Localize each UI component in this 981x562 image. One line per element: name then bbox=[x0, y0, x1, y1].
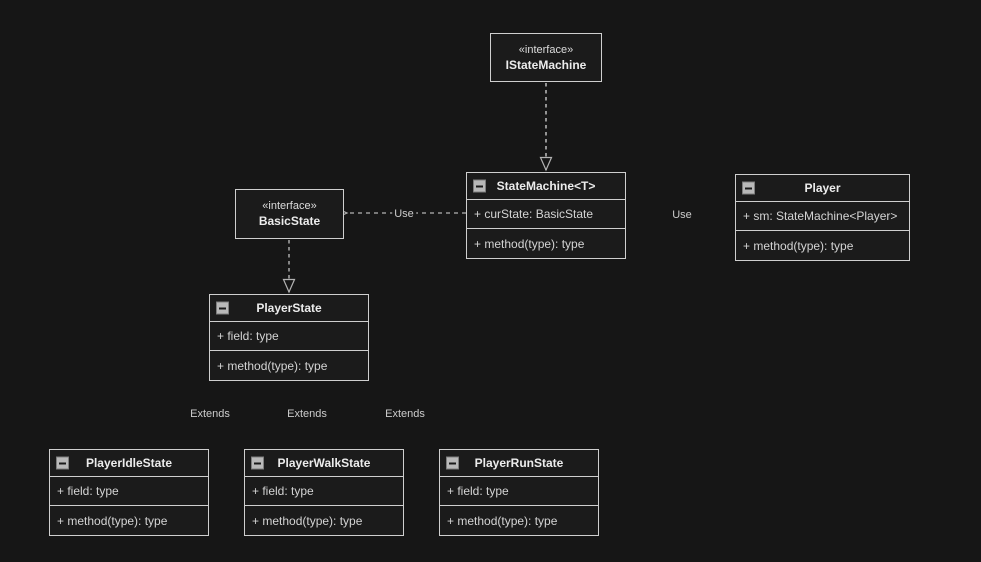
field-row: + field: type bbox=[210, 322, 368, 351]
minus-glyph bbox=[476, 185, 483, 187]
minus-glyph bbox=[745, 187, 752, 189]
edge-label-use[interactable]: Use bbox=[392, 208, 416, 220]
class-header: StateMachine<T> bbox=[467, 173, 625, 200]
collapse-icon[interactable] bbox=[56, 456, 69, 470]
edge-label-extends[interactable]: Extends bbox=[383, 408, 427, 420]
field-row: + sm: StateMachine<Player> bbox=[736, 202, 909, 231]
stereotype-label: «interface» bbox=[518, 43, 574, 56]
collapse-icon[interactable] bbox=[216, 301, 229, 315]
method-row: + method(type): type bbox=[217, 358, 328, 373]
class-header: PlayerState bbox=[210, 295, 368, 322]
method-row: + method(type): type bbox=[474, 236, 585, 251]
edge-label-extends[interactable]: Extends bbox=[188, 408, 232, 420]
class-header: PlayerIdleState bbox=[50, 450, 208, 477]
class-header: PlayerWalkState bbox=[245, 450, 403, 477]
collapse-icon[interactable] bbox=[473, 179, 486, 193]
field-row: + field: type bbox=[245, 477, 403, 506]
class-playerstate[interactable]: PlayerState + field: type + method(type)… bbox=[209, 294, 369, 381]
field-row: + field: type bbox=[440, 477, 598, 506]
minus-glyph bbox=[254, 462, 261, 464]
class-title: Player bbox=[804, 181, 841, 195]
class-title: PlayerRunState bbox=[474, 456, 564, 470]
class-playerwalkstate[interactable]: PlayerWalkState + field: type + method(t… bbox=[244, 449, 404, 536]
collapse-icon[interactable] bbox=[742, 181, 755, 195]
method-row: + method(type): type bbox=[447, 513, 558, 528]
class-title: PlayerWalkState bbox=[277, 456, 371, 470]
minus-glyph bbox=[59, 462, 66, 464]
class-title: PlayerIdleState bbox=[85, 456, 173, 470]
interface-name: IStateMachine bbox=[505, 57, 587, 72]
method-row: + method(type): type bbox=[57, 513, 168, 528]
collapse-icon[interactable] bbox=[251, 456, 264, 470]
interface-name: BasicState bbox=[258, 214, 321, 228]
method-row: + method(type): type bbox=[743, 238, 854, 253]
class-playeridlestate[interactable]: PlayerIdleState + field: type + method(t… bbox=[49, 449, 209, 536]
class-title: StateMachine<T> bbox=[496, 179, 596, 193]
interface-istatemachine[interactable]: «interface» IStateMachine bbox=[490, 33, 602, 82]
interface-basicstate[interactable]: «interface» BasicState bbox=[235, 189, 344, 239]
class-header: PlayerRunState bbox=[440, 450, 598, 477]
method-row: + method(type): type bbox=[252, 513, 363, 528]
class-statemachine[interactable]: StateMachine<T> + curState: BasicState +… bbox=[466, 172, 626, 259]
minus-glyph bbox=[449, 462, 456, 464]
class-playerrunstate[interactable]: PlayerRunState + field: type + method(ty… bbox=[439, 449, 599, 536]
edge-label-extends[interactable]: Extends bbox=[285, 408, 329, 420]
edge-label-use[interactable]: Use bbox=[670, 209, 694, 221]
collapse-icon[interactable] bbox=[446, 456, 459, 470]
minus-glyph bbox=[219, 307, 226, 309]
class-title: PlayerState bbox=[256, 301, 322, 315]
field-row: + field: type bbox=[50, 477, 208, 506]
field-row: + curState: BasicState bbox=[467, 200, 625, 229]
stereotype-label: «interface» bbox=[262, 200, 317, 212]
class-player[interactable]: Player + sm: StateMachine<Player> + meth… bbox=[735, 174, 910, 261]
class-header: Player bbox=[736, 175, 909, 202]
